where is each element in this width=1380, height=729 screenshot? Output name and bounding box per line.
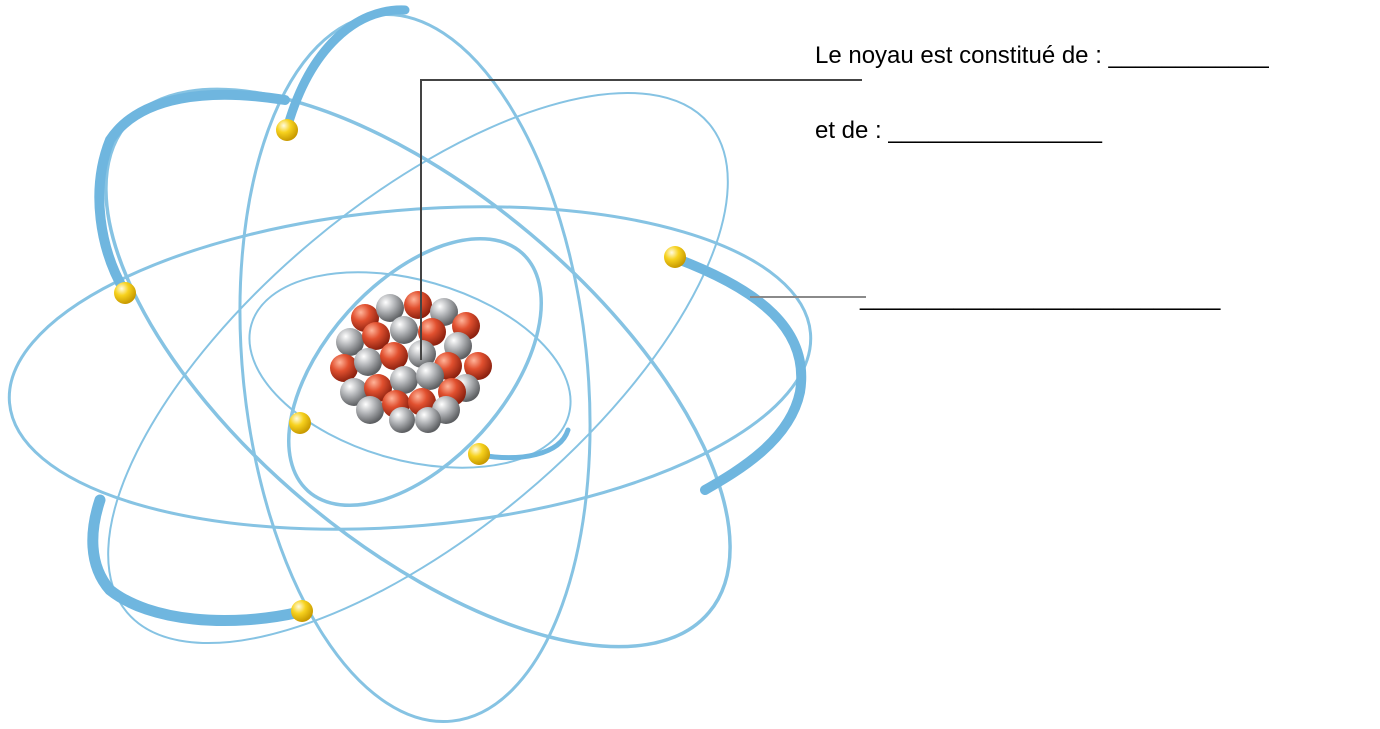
electron [276, 119, 298, 141]
electron [289, 412, 311, 434]
orbit-highlight-top [283, 5, 410, 130]
nucleus-second-constituent-label: et de : ________________ [815, 117, 1102, 144]
leader-lines [420, 79, 866, 360]
neutron [354, 348, 382, 376]
electron [468, 443, 490, 465]
neutron [336, 328, 364, 356]
electron [664, 246, 686, 268]
orbit-inner-horizontal [248, 271, 572, 469]
proton [364, 374, 392, 402]
orbit-highlight-right [670, 253, 807, 495]
proton [362, 322, 390, 350]
neutron [356, 396, 384, 424]
neutron [390, 316, 418, 344]
nucleus [330, 291, 492, 433]
proton [330, 354, 358, 382]
orbits [7, 12, 813, 724]
proton [380, 342, 408, 370]
orbit-tilted-left [107, 91, 729, 645]
neutron [416, 362, 444, 390]
neutron [390, 366, 418, 394]
orbit-highlights [87, 5, 807, 627]
neutron [376, 294, 404, 322]
neutron [389, 407, 415, 433]
electron [291, 600, 313, 622]
proton [464, 352, 492, 380]
neutron [415, 407, 441, 433]
orbit-highlight-bottom-left [87, 494, 306, 627]
electrons [114, 119, 686, 622]
electron-answer-blank: ___________________________ [860, 284, 1221, 311]
proton [404, 291, 432, 319]
orbit-highlight-inner [477, 427, 571, 461]
orbit-horizontal [7, 205, 813, 531]
nucleus-leader-line [420, 79, 862, 360]
orbit-inner-tilted [287, 236, 543, 508]
orbit-highlight-left [94, 89, 290, 297]
electron [114, 282, 136, 304]
nucleus-question-label: Le noyau est constitué de : ____________ [815, 42, 1269, 69]
neutron [340, 378, 368, 406]
proton [418, 318, 446, 346]
